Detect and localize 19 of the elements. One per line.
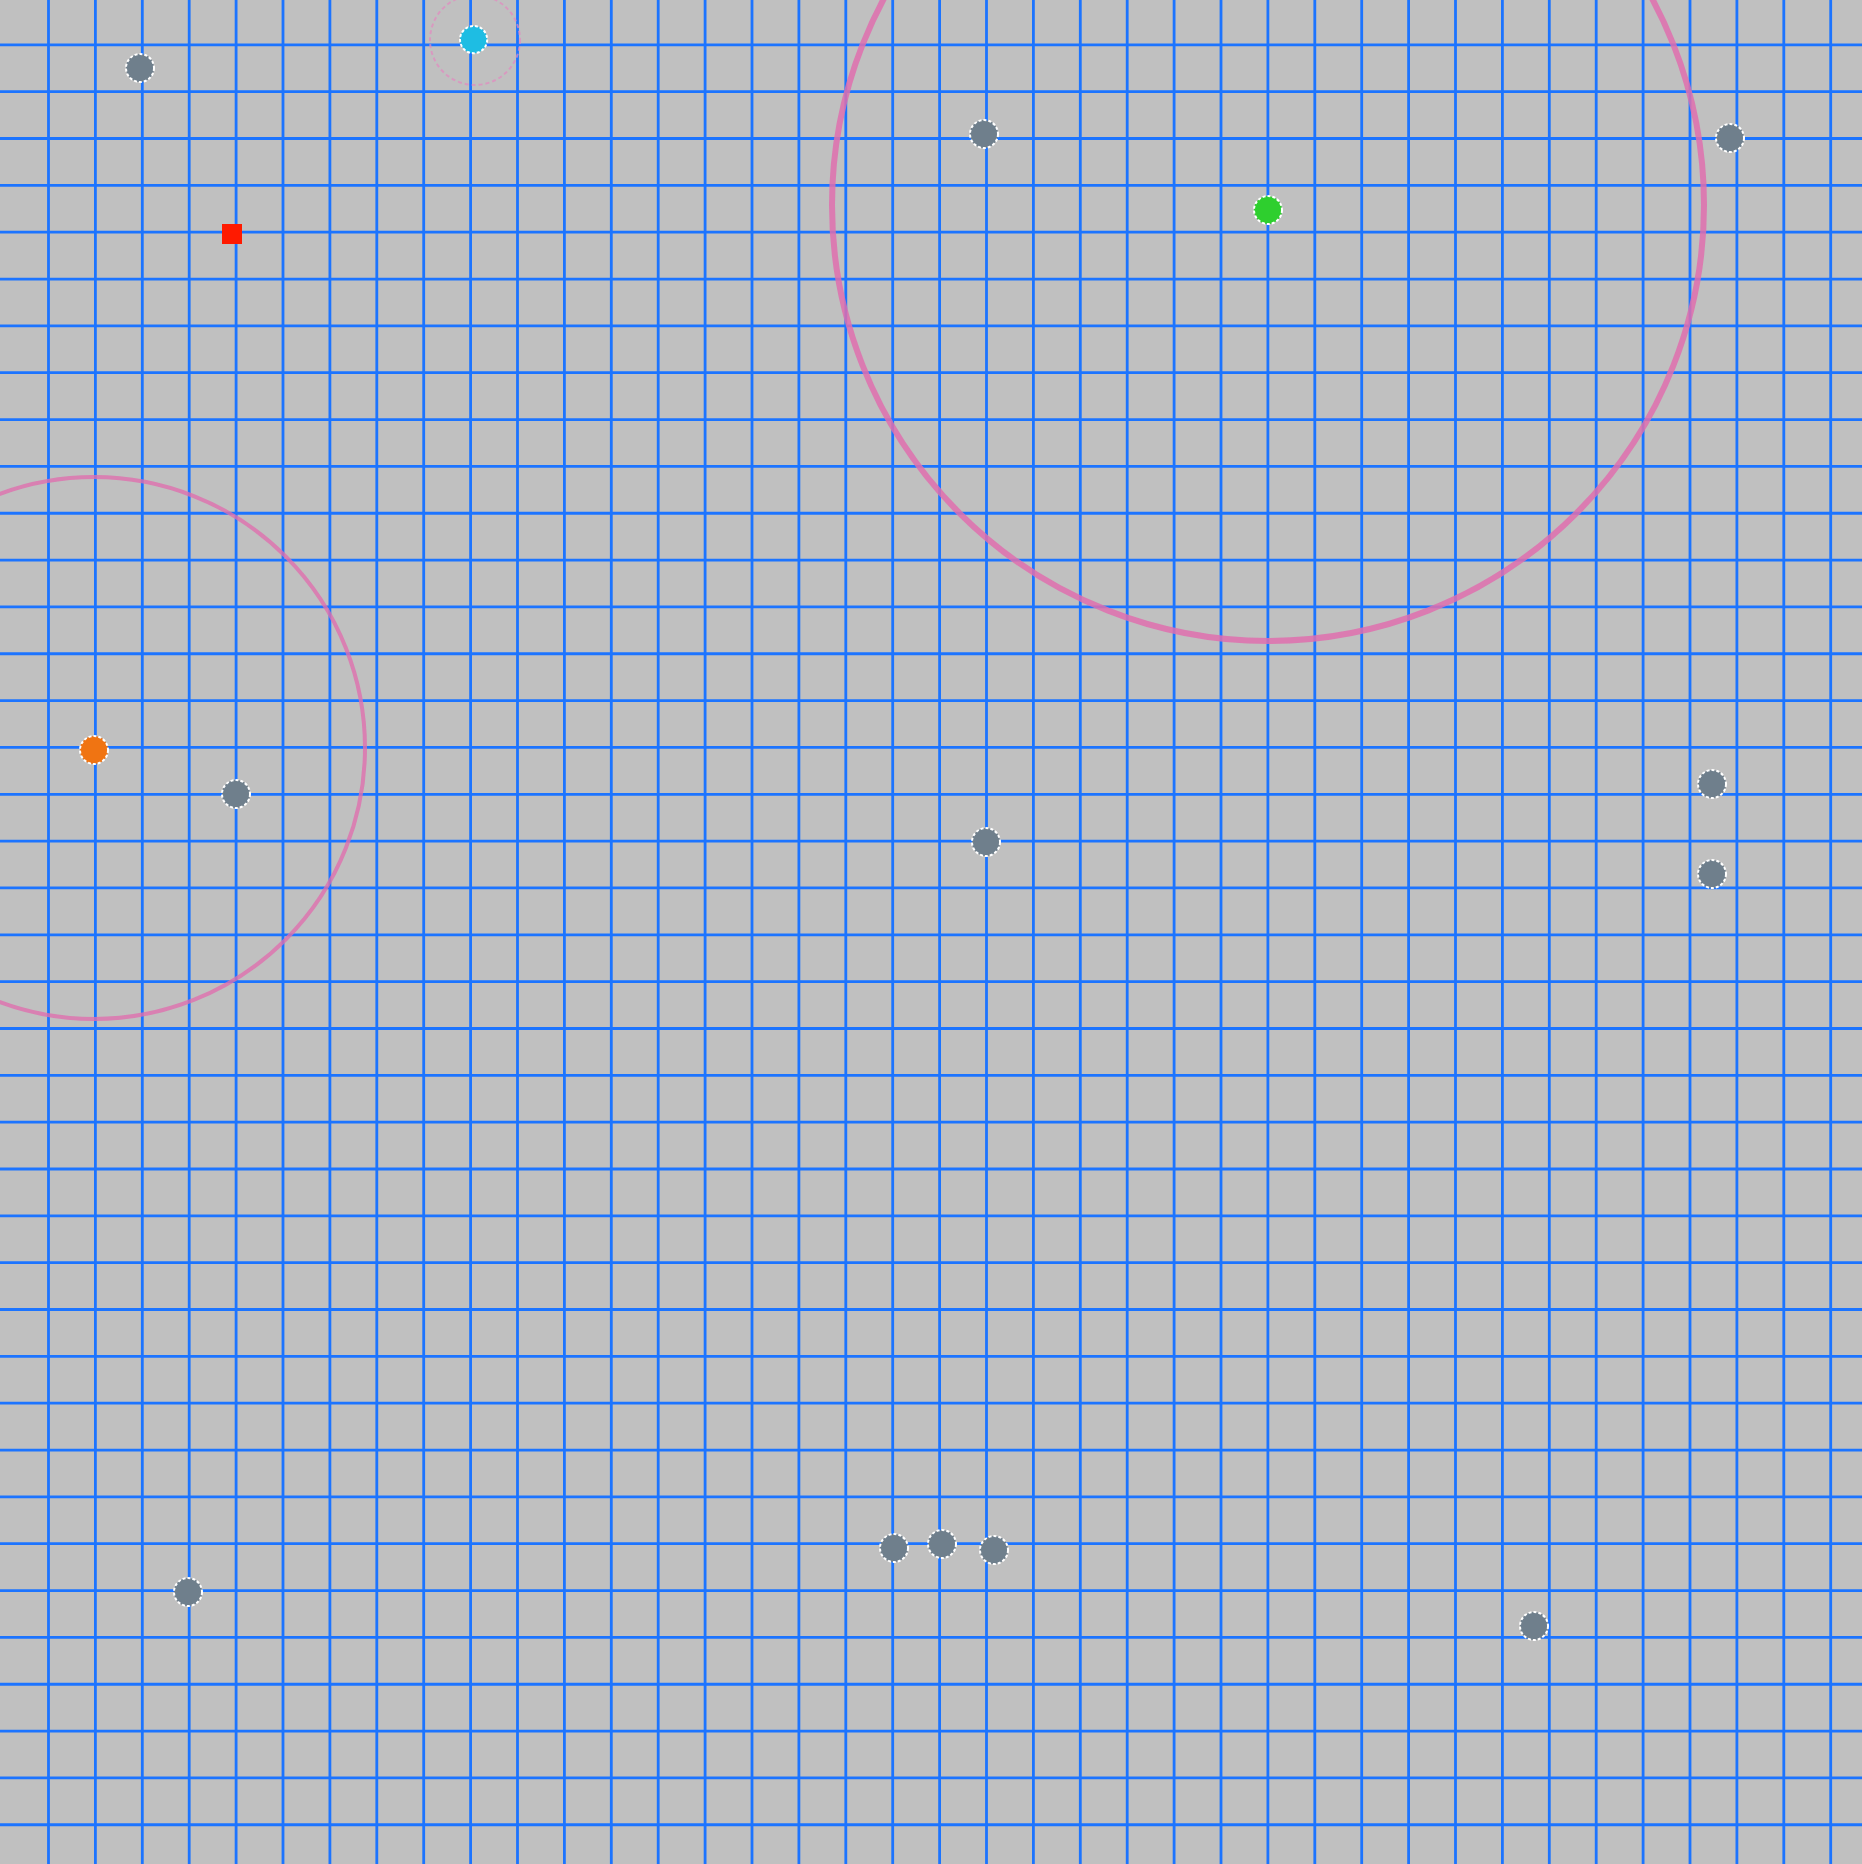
dot-icon [1518,1609,1550,1641]
dot-icon [925,1527,957,1559]
dot-icon [124,52,156,84]
dot-icon [968,118,1000,150]
dot-icon [458,24,490,56]
dot-icon [1713,122,1745,154]
dot-icon [977,1534,1009,1566]
ring-outline [0,474,368,1022]
dot-icon [78,734,110,766]
dot-icon [970,826,1002,858]
dot-icon [1696,858,1728,890]
dot-icon [220,778,252,810]
dot-icon [1252,194,1284,226]
square-icon [222,224,242,244]
dot-icon [1696,768,1728,800]
dot-icon [878,1532,910,1564]
ring-outline [827,0,1707,645]
ring-outline [427,0,521,87]
dot-icon [172,1576,204,1608]
